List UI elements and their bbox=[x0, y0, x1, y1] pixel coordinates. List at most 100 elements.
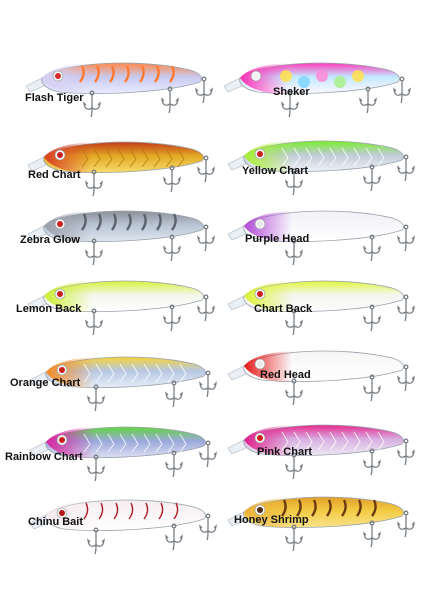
lure-image bbox=[27, 280, 215, 336]
stripe-mark bbox=[79, 65, 85, 83]
lure-label: Pink Chart bbox=[257, 446, 313, 458]
lure-label: Red Chart bbox=[28, 169, 81, 181]
front-hook bbox=[87, 454, 105, 482]
scale-mark bbox=[105, 148, 113, 168]
scale-mark bbox=[305, 431, 313, 451]
lure-rainbow-chart bbox=[24, 412, 224, 492]
stripe-mark bbox=[81, 213, 87, 231]
scale-mark bbox=[177, 148, 185, 168]
tail-hook bbox=[199, 440, 217, 468]
scale-mark bbox=[107, 433, 115, 453]
tail-hook bbox=[397, 294, 415, 322]
scale-mark bbox=[179, 363, 187, 383]
tail-hook bbox=[397, 510, 415, 538]
scale-mark bbox=[95, 363, 103, 383]
lure-pupil bbox=[257, 221, 263, 227]
stripe-mark bbox=[356, 499, 362, 517]
lure-sheker bbox=[218, 48, 418, 128]
scale-mark bbox=[165, 148, 173, 168]
lure-image bbox=[25, 62, 213, 118]
tail-hook bbox=[195, 76, 213, 104]
lure-head-color bbox=[44, 281, 92, 312]
scale-mark bbox=[341, 147, 349, 167]
stripe-mark bbox=[124, 65, 130, 83]
lure-image bbox=[227, 280, 415, 336]
rear-hook bbox=[363, 304, 381, 332]
scale-mark bbox=[143, 433, 151, 453]
tail-hook bbox=[197, 155, 215, 183]
dot-mark bbox=[280, 70, 292, 82]
scale-mark bbox=[129, 148, 137, 168]
rear-hook bbox=[165, 380, 183, 408]
scale-mark bbox=[377, 431, 385, 451]
rear-hook bbox=[363, 448, 381, 476]
stripe-mark bbox=[96, 213, 102, 231]
rear-hook bbox=[363, 520, 381, 548]
tail-hook bbox=[197, 294, 215, 322]
lure-image bbox=[227, 350, 415, 406]
lure-yellow-chart bbox=[222, 126, 422, 206]
stripe-mark bbox=[171, 213, 177, 231]
scale-mark bbox=[377, 147, 385, 167]
lure-image bbox=[227, 140, 415, 196]
stripe-mark bbox=[113, 502, 119, 520]
lure-head-color bbox=[46, 500, 94, 531]
scale-mark bbox=[329, 147, 337, 167]
lure-red-head bbox=[222, 336, 422, 416]
scale-mark bbox=[305, 147, 313, 167]
rear-hook bbox=[363, 234, 381, 262]
lure-image bbox=[227, 496, 415, 552]
lure-head-color bbox=[244, 281, 292, 312]
tail-hook bbox=[397, 154, 415, 182]
lure-pupil bbox=[257, 361, 263, 367]
scale-mark bbox=[153, 148, 161, 168]
stripe-mark bbox=[94, 65, 100, 83]
lure-head-color bbox=[244, 425, 292, 456]
scale-mark bbox=[317, 147, 325, 167]
lure-image bbox=[227, 424, 415, 480]
front-hook bbox=[285, 378, 303, 406]
front-hook bbox=[285, 168, 303, 196]
front-hook bbox=[87, 384, 105, 412]
lure-image bbox=[223, 62, 411, 118]
front-hook bbox=[85, 169, 103, 197]
tail-hook bbox=[197, 224, 215, 252]
scale-mark bbox=[155, 363, 163, 383]
lure-pupil bbox=[257, 291, 263, 297]
stripe-mark bbox=[311, 499, 317, 517]
scale-mark bbox=[83, 363, 91, 383]
front-hook bbox=[87, 527, 105, 555]
lure-label: Rainbow Chart bbox=[5, 451, 83, 463]
lure-head-color bbox=[46, 357, 94, 388]
scale-mark bbox=[167, 433, 175, 453]
scale-mark bbox=[141, 148, 149, 168]
lure-pupil bbox=[257, 151, 263, 157]
lure-pupil bbox=[257, 435, 263, 441]
lure-label: Zebra Glow bbox=[20, 234, 80, 246]
scale-mark bbox=[281, 147, 289, 167]
rear-hook bbox=[165, 450, 183, 478]
lure-head-color bbox=[44, 142, 92, 173]
lure-purple-head bbox=[222, 196, 422, 276]
front-hook bbox=[83, 90, 101, 118]
lure-label: Orange Chart bbox=[10, 377, 81, 389]
stripe-mark bbox=[156, 213, 162, 231]
scale-mark bbox=[107, 363, 115, 383]
lure-image bbox=[227, 210, 415, 266]
lure-image bbox=[27, 210, 215, 266]
front-hook bbox=[285, 524, 303, 552]
scale-mark bbox=[365, 147, 373, 167]
scale-mark bbox=[81, 148, 89, 168]
stripe-mark bbox=[98, 502, 104, 520]
stripe-mark bbox=[158, 502, 164, 520]
rear-hook bbox=[165, 523, 183, 551]
lure-honey-shrimp bbox=[222, 482, 422, 562]
lure-label: Purple Head bbox=[245, 233, 310, 245]
scale-mark bbox=[117, 148, 125, 168]
lure-image bbox=[29, 426, 217, 482]
lure-image bbox=[29, 356, 217, 412]
lure-label: Honey Shrimp bbox=[234, 514, 309, 526]
scale-mark bbox=[281, 431, 289, 451]
scale-mark bbox=[317, 431, 325, 451]
scale-mark bbox=[353, 147, 361, 167]
